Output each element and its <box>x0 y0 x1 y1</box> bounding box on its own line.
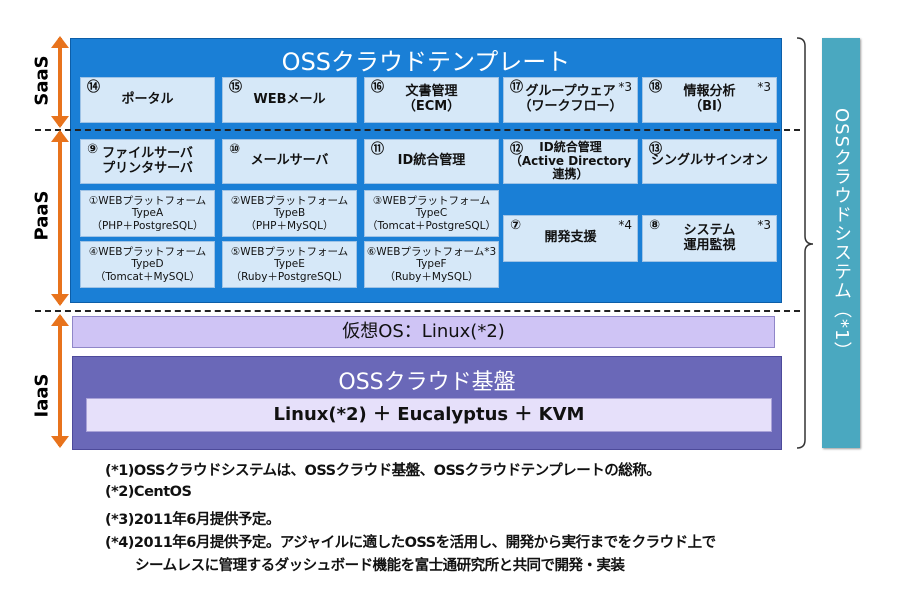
box-label: ID統合管理 （Active Directory連携） <box>509 139 632 182</box>
box-number: ⑧ <box>649 218 661 233</box>
footnote: (*2)CentOS <box>105 484 192 500</box>
saas-box: ⑭ ポータル <box>80 77 215 123</box>
box-label: シングルサインオン <box>650 153 768 169</box>
box-label: ①WEBプラットフォーム TypeA （PHP＋PostgreSQL） <box>88 194 207 232</box>
iaas-label: IaaS <box>31 373 53 418</box>
footnote: (*3)2011年6月提供予定。 <box>105 512 280 528</box>
box-number: ⑰ <box>510 80 524 95</box>
bracket-icon <box>796 37 814 449</box>
box-number: ⑮ <box>229 80 243 95</box>
box-number: ⑪ <box>371 142 385 157</box>
box-label: ②WEBプラットフォーム TypeB （PHP＋MySQL） <box>230 194 349 232</box>
template-title: OSSクラウドテンプレート <box>281 48 571 76</box>
box-number: ⑫ <box>510 142 524 157</box>
box-label: ③WEBプラットフォーム TypeC （Tomcat＋PostgreSQL） <box>366 194 497 232</box>
footnote: (*1)OSSクラウドシステムは、OSSクラウド基盤、OSSクラウドテンプレート… <box>105 463 661 479</box>
web-platform-box: ①WEBプラットフォーム TypeA （PHP＋PostgreSQL） <box>80 190 215 237</box>
box-label: ⑥WEBプラットフォーム*3 TypeF （Ruby＋MySQL） <box>366 245 497 283</box>
paas-box: ⑧ システム 運用監視 *3 <box>642 215 777 262</box>
box-label: ④WEBプラットフォーム TypeD （Tomcat＋MySQL） <box>88 245 207 283</box>
box-note: *3 <box>757 80 771 94</box>
web-platform-box: ④WEBプラットフォーム TypeD （Tomcat＋MySQL） <box>80 241 215 288</box>
saas-box: ⑯ 文書管理 （ECM） <box>364 77 499 123</box>
web-platform-box: ⑤WEBプラットフォーム TypeE （Ruby＋PostgreSQL） <box>222 241 357 288</box>
box-label: 情報分析 （BI） <box>683 84 736 114</box>
paas-label: PaaS <box>31 190 53 241</box>
saas-arrow-icon <box>51 36 69 128</box>
saas-label: SaaS <box>31 55 53 106</box>
box-number: ⑩ <box>229 142 241 157</box>
box-label: メールサーバ <box>250 153 329 169</box>
paas-box: ⑦ 開発支援 *4 <box>503 215 638 262</box>
paas-box: ⑪ ID統合管理 <box>364 139 499 184</box>
saas-box: ⑮ WEBメール <box>222 77 357 123</box>
box-label: ⑤WEBプラットフォーム TypeE （Ruby＋PostgreSQL） <box>230 245 349 283</box>
box-label: WEBメール <box>253 91 326 107</box>
box-note: *3 <box>618 80 632 94</box>
iaas-arrow-icon <box>51 314 69 448</box>
box-label: ファイルサーバ プリンタサーバ <box>102 145 193 176</box>
paas-arrow-icon <box>51 130 69 306</box>
box-number: ⑯ <box>371 80 385 95</box>
box-label: グループウェア （ワークフロー） <box>518 84 623 114</box>
web-platform-box: ⑥WEBプラットフォーム*3 TypeF （Ruby＋MySQL） <box>364 241 499 288</box>
virtual-os-box: 仮想OS：Linux(*2) <box>72 316 775 348</box>
box-note: *3 <box>757 218 771 232</box>
base-stack-box: Linux(*2) ＋ Eucalyptus ＋ KVM <box>86 398 772 432</box>
box-number: ⑱ <box>649 80 663 95</box>
box-label: ポータル <box>121 91 174 107</box>
box-number: ⑨ <box>87 142 99 157</box>
footnote: (*4)2011年6月提供予定。アジャイルに適したOSSを活用し、開発から実行ま… <box>105 535 716 551</box>
system-bar: OSSクラウドシステム（*1） <box>822 38 860 448</box>
box-number: ⑭ <box>87 80 101 95</box>
footnote: シームレスに管理するダッシュボード機能を富士通研究所と共同で開発・実装 <box>135 558 625 574</box>
saas-box: ⑱ 情報分析 （BI） *3 <box>642 77 777 123</box>
box-note: *4 <box>618 218 632 232</box>
web-platform-box: ③WEBプラットフォーム TypeC （Tomcat＋PostgreSQL） <box>364 190 499 237</box>
box-label: ID統合管理 <box>397 153 466 169</box>
paas-box: ⑩ メールサーバ <box>222 139 357 184</box>
box-number: ⑬ <box>649 142 663 157</box>
box-label: 開発支援 <box>544 230 597 246</box>
box-label: 文書管理 （ECM） <box>402 84 461 114</box>
base-title: OSSクラウド基盤 <box>338 370 516 395</box>
system-label: OSSクラウドシステム（*1） <box>831 108 852 361</box>
box-label: システム 運用監視 <box>683 222 736 253</box>
divider-saas-paas <box>35 129 800 131</box>
divider-paas-iaas <box>35 310 800 312</box>
web-platform-box: ②WEBプラットフォーム TypeB （PHP＋MySQL） <box>222 190 357 237</box>
box-number: ⑦ <box>510 218 522 233</box>
